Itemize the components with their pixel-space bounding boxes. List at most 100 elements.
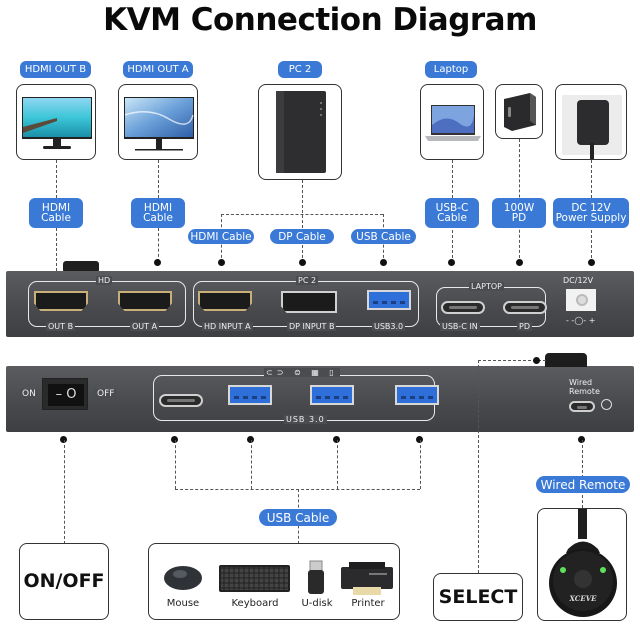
onoff-label: ON/OFF bbox=[23, 570, 105, 592]
dc-jack[interactable] bbox=[566, 289, 596, 311]
port-label: HD INPUT A bbox=[202, 322, 253, 331]
page-title: KVM Connection Diagram bbox=[103, 2, 537, 38]
monitor-b-card bbox=[16, 84, 96, 160]
connector-line bbox=[302, 180, 303, 263]
cable-hdmi-a: HDMI Cable bbox=[131, 198, 185, 228]
connector-line bbox=[221, 214, 383, 215]
usbc-in-port[interactable] bbox=[441, 301, 485, 314]
select-knob[interactable] bbox=[545, 353, 587, 367]
port-label: USB3.0 bbox=[372, 322, 406, 331]
kvm-rear-panel: HD OUT B OUT A PC 2 HD INPUT A DP INPUT … bbox=[6, 271, 634, 337]
front-usb3-port-1[interactable] bbox=[228, 385, 272, 405]
connector-line bbox=[56, 160, 57, 198]
peripheral-label: Keyboard bbox=[231, 598, 279, 609]
select-label: SELECT bbox=[438, 586, 518, 608]
pc2-group-label: PC 2 bbox=[296, 276, 319, 285]
wired-remote-port[interactable] bbox=[569, 401, 595, 412]
monitor-icon bbox=[22, 97, 92, 149]
wired-remote-icon: XCEVE bbox=[549, 509, 617, 617]
connector-dot bbox=[247, 436, 254, 443]
laptop-card bbox=[420, 84, 484, 160]
front-usb3-port-3[interactable] bbox=[395, 385, 439, 405]
switch-off-label: OFF bbox=[95, 389, 117, 399]
connector-line bbox=[251, 440, 252, 489]
peripheral-label: Mouse bbox=[166, 598, 200, 609]
power-adapter-card bbox=[555, 84, 627, 160]
power-adapter-icon bbox=[562, 95, 622, 159]
connector-dot bbox=[380, 259, 387, 266]
laptop-group-label: LAPTOP bbox=[469, 282, 504, 291]
cable-usbc: USB-C Cable bbox=[425, 198, 479, 228]
front-usbc-port[interactable] bbox=[159, 394, 203, 407]
peripherals-card: Mouse Keyboard U-disk Printer bbox=[148, 543, 400, 620]
connector-line bbox=[337, 440, 338, 489]
label-laptop: Laptop bbox=[425, 61, 477, 78]
peripheral-icons: ⊂⊃ ⊜ ▦ ▯ bbox=[264, 368, 340, 377]
connector-dot bbox=[333, 436, 340, 443]
cable-pd: 100W PD bbox=[492, 198, 546, 228]
connector-line bbox=[56, 228, 57, 286]
hdmi-out-a-port[interactable] bbox=[118, 291, 172, 311]
connector-dot bbox=[218, 259, 225, 266]
select-knob-rear bbox=[63, 261, 99, 273]
dc-label: DC/12V bbox=[563, 276, 594, 285]
pc2-card bbox=[258, 84, 342, 180]
mouse-icon bbox=[164, 566, 202, 590]
laptop-icon bbox=[425, 105, 481, 141]
switch-on-label: ON bbox=[20, 389, 38, 399]
hdmi-out-b-port[interactable] bbox=[34, 291, 88, 311]
monitor-icon bbox=[124, 97, 194, 151]
usb3-label: USB 3.0 bbox=[284, 415, 327, 424]
onoff-card: ON/OFF bbox=[19, 543, 109, 620]
printer-icon bbox=[341, 562, 393, 595]
cable-dc: DC 12V Power Supply bbox=[553, 198, 629, 228]
connector-dot bbox=[154, 259, 161, 266]
label-pc2: PC 2 bbox=[278, 61, 322, 78]
polarity-symbol: - -◯- + bbox=[566, 316, 596, 325]
cable-pc2-usb: USB Cable bbox=[351, 229, 416, 244]
remote-brand: XCEVE bbox=[569, 594, 598, 603]
connector-line bbox=[158, 228, 159, 262]
connector-dot bbox=[578, 436, 585, 443]
kvm-front-panel: ON – O OFF ⊂⊃ ⊜ ▦ ▯ USB 3.0 Wired Remote bbox=[6, 366, 634, 432]
keyboard-icon bbox=[219, 565, 290, 592]
hd-input-a-port[interactable] bbox=[198, 291, 252, 311]
connector-line bbox=[158, 160, 159, 198]
desktop-tower-icon bbox=[276, 91, 326, 173]
connector-line bbox=[175, 440, 176, 489]
connector-dot bbox=[533, 357, 540, 364]
connector-dot bbox=[60, 436, 67, 443]
cable-pc2-hdmi: HDMI Cable bbox=[188, 229, 254, 244]
connector-dot bbox=[299, 259, 306, 266]
select-card: SELECT bbox=[433, 573, 523, 621]
connector-dot bbox=[416, 436, 423, 443]
port-label: DP INPUT B bbox=[287, 322, 337, 331]
connector-dot bbox=[448, 259, 455, 266]
usb3-port[interactable] bbox=[367, 290, 411, 310]
label-hdmi-out-a: HDMI OUT A bbox=[123, 61, 193, 78]
wired-remote-card: XCEVE bbox=[537, 508, 627, 621]
cable-pc2-dp: DP Cable bbox=[270, 229, 334, 244]
port-label: PD bbox=[517, 322, 532, 331]
wired-remote-port-label: Wired Remote bbox=[569, 378, 600, 396]
charger-card bbox=[495, 84, 543, 139]
wired-remote-tag: Wired Remote bbox=[536, 476, 630, 493]
monitor-a-card bbox=[118, 84, 198, 160]
connector-line bbox=[478, 360, 546, 361]
connector-dot bbox=[588, 259, 595, 266]
port-label: OUT A bbox=[130, 322, 160, 331]
remote-icon bbox=[601, 399, 612, 410]
connector-dot bbox=[516, 259, 523, 266]
dp-input-b-port[interactable] bbox=[281, 291, 337, 313]
peripheral-label: Printer bbox=[351, 598, 385, 609]
connector-dot bbox=[171, 436, 178, 443]
front-usb3-port-2[interactable] bbox=[310, 385, 354, 405]
peripheral-label: U-disk bbox=[301, 598, 333, 609]
power-switch[interactable]: – O bbox=[42, 378, 88, 410]
connector-line bbox=[582, 440, 583, 508]
pd-port[interactable] bbox=[503, 301, 547, 314]
cable-hdmi-b: HDMI Cable bbox=[29, 198, 83, 228]
usb-cable-tag: USB Cable bbox=[259, 509, 337, 526]
connector-line bbox=[420, 440, 421, 489]
connector-line bbox=[478, 360, 479, 573]
